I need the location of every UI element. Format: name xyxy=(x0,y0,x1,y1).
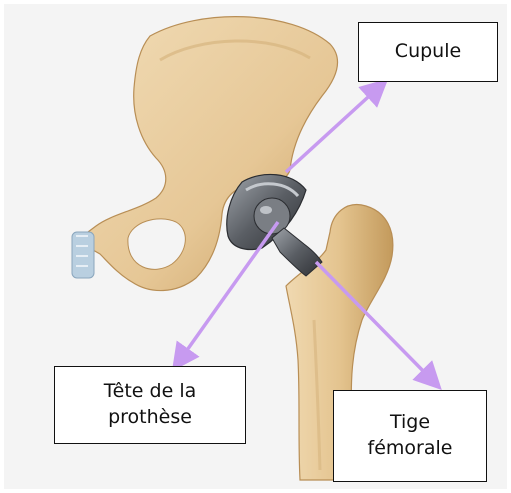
label-cupule: Cupule xyxy=(358,22,498,82)
label-tige-femorale: Tige fémorale xyxy=(333,390,487,482)
label-tete-de-la-prothese: Tête de la prothèse xyxy=(54,366,246,444)
